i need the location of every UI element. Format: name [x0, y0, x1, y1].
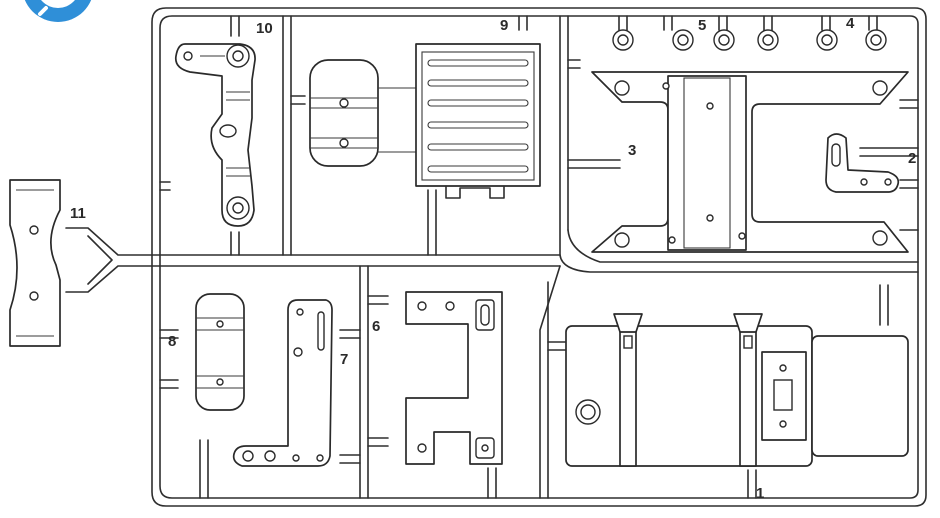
part-label-9: 9 [500, 17, 508, 34]
part-label-1: 1 [756, 485, 764, 502]
sprue-frame [65, 7, 927, 507]
magnifier-icon [24, 0, 92, 22]
part-label-3: 3 [628, 142, 636, 159]
part-label-4: 4 [846, 15, 855, 32]
part-2 [825, 133, 900, 193]
part-label-11: 11 [70, 205, 86, 222]
part-label-6: 6 [372, 318, 380, 335]
part-6 [405, 291, 503, 465]
part-7 [232, 299, 333, 467]
part-label-5: 5 [698, 17, 706, 34]
part-label-2: 2 [908, 150, 916, 167]
part-11 [9, 179, 61, 347]
part-9 [309, 43, 541, 199]
part-3 [591, 71, 909, 253]
part-4-5-washers [612, 29, 887, 51]
part-8 [195, 293, 245, 411]
part-10 [174, 43, 256, 227]
part-1 [565, 313, 909, 467]
part-label-8: 8 [168, 333, 176, 350]
part-label-7: 7 [340, 351, 348, 368]
part-label-10: 10 [256, 20, 273, 37]
